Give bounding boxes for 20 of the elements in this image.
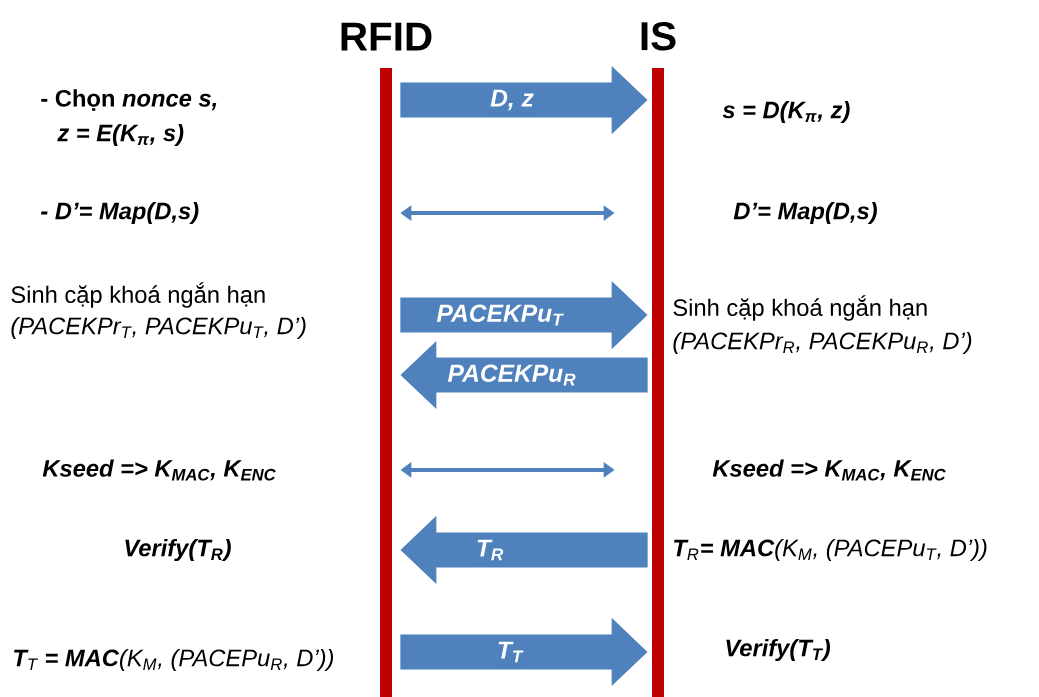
step-text: - Chọn nonce s, bbox=[41, 89, 217, 111]
step-text: Kseed => K$_{MAC}$, K$_{ENC}$ bbox=[42, 459, 276, 481]
step-text: (PACEKPr$_{T}$, PACEKPu$_{T}$, D’) bbox=[11, 316, 306, 340]
step-text: T$_{T}$ = MAC(K$_{M}$, (PACEPu$_{R}$, D’)) bbox=[14, 648, 334, 672]
edge-label: PACEKPu$_{T}$ bbox=[434, 302, 566, 328]
edge-label: D, z bbox=[488, 87, 536, 113]
step-text: Verify(T$_{T}$) bbox=[726, 638, 830, 662]
edge-label: PACEKPu$_{R}$ bbox=[445, 362, 579, 388]
step-text: - D’= Map(D,s) bbox=[41, 201, 199, 225]
node-label: RFID bbox=[341, 22, 432, 51]
node-label: IS bbox=[641, 21, 676, 51]
step-text: Verify(T$_{R}$) bbox=[125, 538, 231, 562]
step-text: D’= Map(D,s) bbox=[733, 201, 877, 225]
step-text: z = E(K$_{π}$, s) bbox=[57, 123, 184, 147]
step-text: Sinh cặp khoá ngắn hạn bbox=[11, 282, 265, 308]
step-text: s = D(K$_{π}$, z) bbox=[722, 100, 850, 124]
edge-label: T$_{R}$ bbox=[474, 537, 506, 563]
lifeline: RFID bbox=[341, 22, 432, 697]
step-text: Kseed => K$_{MAC}$, K$_{ENC}$ bbox=[712, 459, 946, 481]
edge-label: T$_{T}$ bbox=[495, 639, 525, 665]
